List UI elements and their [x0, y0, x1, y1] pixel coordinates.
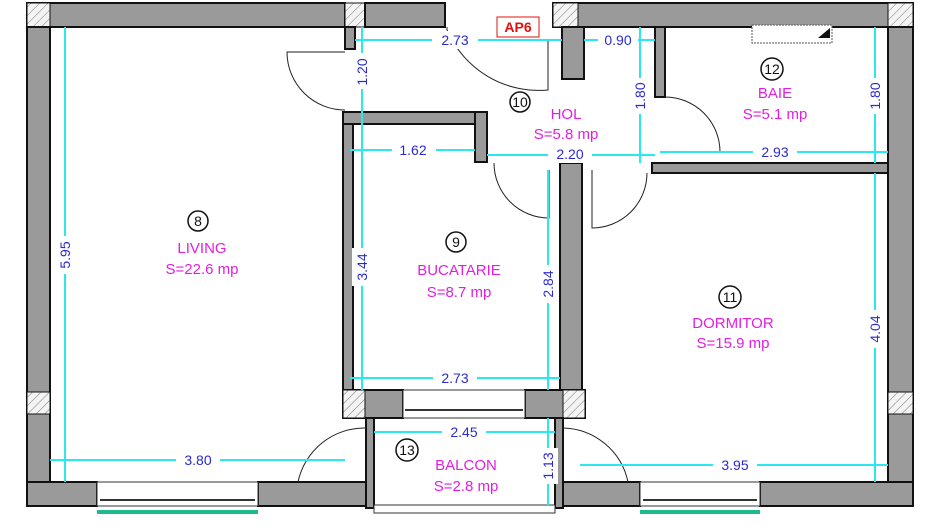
room-name: HOL	[551, 106, 582, 123]
room-area: S=5.1 mp	[743, 106, 808, 123]
wall-bottom-dormitor-left	[561, 481, 641, 507]
wall-bucatarie-right	[559, 162, 583, 394]
column-hatch	[342, 389, 366, 419]
dim-bucatarie-height: 3.44	[354, 253, 370, 280]
svg-text:8: 8	[194, 213, 202, 229]
door-bucatarie	[493, 162, 550, 219]
dim-bucatarie-right-height: 2.84	[540, 270, 556, 297]
wall-top-left	[26, 2, 346, 28]
wall-bucatarie-top-return	[474, 111, 488, 163]
dim-baie-height: 1.80	[867, 82, 883, 109]
room-name: DORMITOR	[692, 315, 774, 332]
room-area: S=22.6 mp	[166, 261, 239, 278]
window-living-glass	[97, 510, 258, 514]
walls	[26, 2, 914, 509]
dim-baie-width: 2.93	[761, 144, 788, 160]
wall-left	[26, 26, 51, 488]
room-area: S=2.8 mp	[434, 478, 499, 495]
column-hatch	[26, 2, 51, 28]
wall-balcon-left	[365, 417, 375, 509]
room-bucatarie: 9 BUCATARIE S=8.7 mp	[417, 231, 501, 301]
wall-bottom-dormitor-right	[759, 481, 914, 507]
dim-dormitor-width: 3.95	[721, 457, 748, 473]
room-area: S=15.9 mp	[697, 335, 770, 352]
room-number-badge	[395, 438, 419, 462]
room-living: 8 LIVING S=22.6 mp	[166, 210, 239, 278]
door-balcon-dormitor	[562, 427, 629, 483]
wall-baie-bottom	[651, 162, 889, 174]
svg-text:11: 11	[723, 289, 738, 305]
dim-dormitor-height: 4.04	[867, 315, 883, 342]
window-bucatarie	[402, 389, 526, 419]
room-hol: 10 HOL S=5.8 mp	[509, 91, 599, 143]
wall-hol-column	[561, 26, 585, 80]
windows	[96, 24, 833, 514]
door-living	[286, 51, 346, 111]
dim-balcon-width: 2.45	[450, 424, 477, 440]
room-balcon: 13 BALCON S=2.8 mp	[395, 438, 499, 495]
dim-balcon-depth: 1.13	[540, 452, 556, 479]
dim-hol-bottom: 2.20	[556, 146, 583, 162]
svg-text:9: 9	[452, 234, 460, 250]
room-area: S=8.7 mp	[427, 284, 492, 301]
apartment-label: AP6	[504, 19, 531, 35]
room-number-badge	[445, 231, 467, 253]
balcon-railing	[373, 504, 556, 514]
room-number-badge	[760, 57, 784, 81]
room-baie: 12 BAIE S=5.1 mp	[743, 57, 808, 123]
dim-bucatarie-top: 1.62	[399, 142, 426, 158]
dim-living-height: 5.95	[57, 241, 73, 268]
column-hatch	[344, 2, 366, 28]
room-name: BUCATARIE	[417, 262, 501, 279]
wall-bucatarie-top	[342, 111, 484, 125]
column-hatch	[552, 2, 579, 28]
room-name: BALCON	[435, 457, 497, 474]
door-balcon-living	[297, 427, 367, 483]
column-hatch	[887, 2, 914, 28]
wall-top-right	[552, 2, 914, 28]
dim-bucatarie-width: 2.73	[441, 370, 468, 386]
svg-text:12: 12	[764, 61, 780, 77]
dim-living-width: 3.80	[184, 452, 211, 468]
column-hatch	[26, 391, 51, 415]
room-area: S=5.8 mp	[534, 126, 599, 143]
room-number-badge	[718, 285, 742, 309]
svg-text:10: 10	[512, 94, 528, 110]
window-living	[96, 481, 259, 507]
dim-hol-width-top: 2.73	[441, 32, 468, 48]
window-dormitor-glass	[640, 510, 760, 514]
door-baie	[664, 96, 721, 153]
wall-baie-left	[654, 26, 666, 98]
room-number-badge	[509, 91, 531, 113]
wall-bottom-living-left	[26, 481, 98, 507]
dimension-labels: 2.73 0.90 1.20 1.80 1.80 5.95 3.80 1.62 …	[55, 31, 885, 484]
wall-top-mid	[364, 2, 446, 28]
dim-hol-entry-height: 1.20	[354, 58, 370, 85]
apartment-label-box	[496, 16, 540, 38]
dim-hol-niche: 0.90	[604, 32, 631, 48]
door-dormitor	[591, 170, 648, 229]
room-name: BAIE	[758, 85, 792, 102]
wall-bucatarie-left	[342, 111, 354, 393]
window-dormitor	[639, 481, 761, 507]
room-number-badge	[187, 210, 209, 232]
column-hatch	[887, 391, 914, 415]
svg-text:13: 13	[399, 442, 415, 458]
wall-bottom-living-right	[257, 481, 367, 507]
wall-stub	[344, 26, 356, 50]
room-dormitor: 11 DORMITOR S=15.9 mp	[692, 285, 774, 352]
room-name: LIVING	[177, 240, 226, 257]
dim-hol-height: 1.80	[632, 82, 648, 109]
wall-right	[887, 26, 914, 488]
column-hatch	[562, 389, 586, 419]
baie-window	[751, 24, 833, 44]
